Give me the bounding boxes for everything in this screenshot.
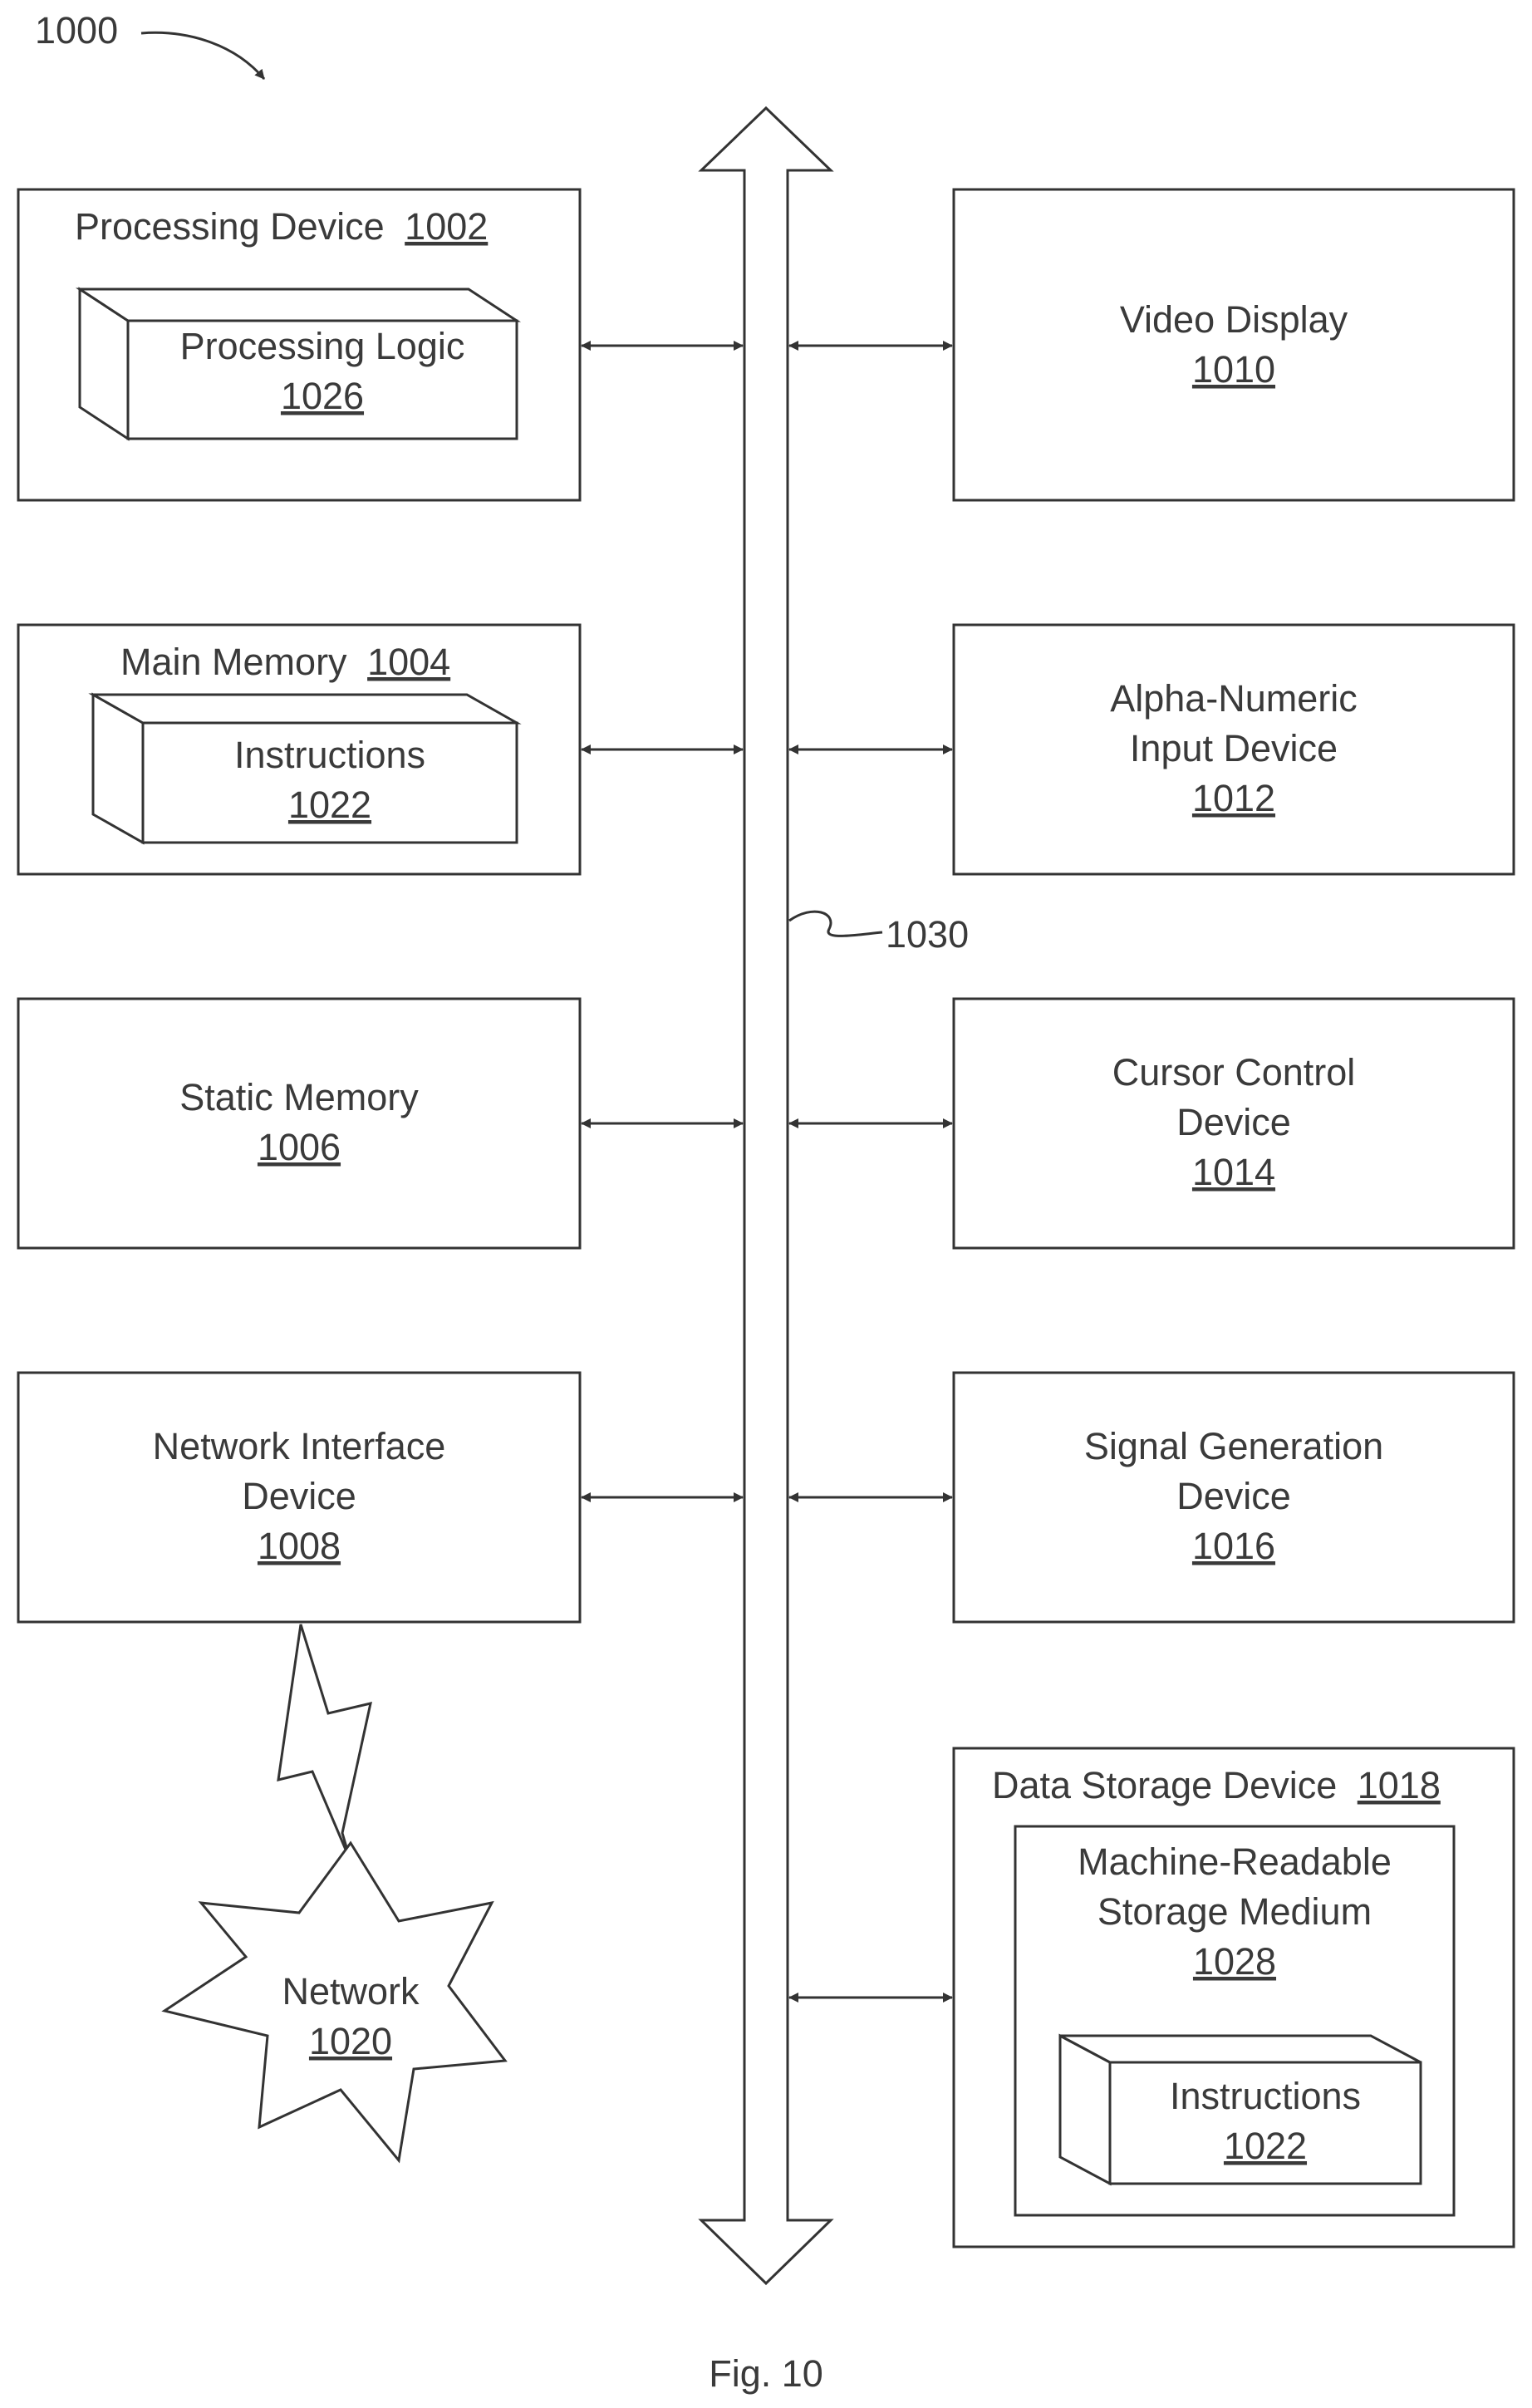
static-memory-ref: 1006 xyxy=(258,1126,341,1168)
data-storage-box: Data Storage Device 1018 Machine-Readabl… xyxy=(954,1748,1514,2247)
network-label: Network xyxy=(282,1970,420,2012)
cursor-control-label-line1: Cursor Control xyxy=(1112,1051,1356,1093)
video-display-box: Video Display 1010 xyxy=(954,189,1514,500)
network-cloud: Network 1020 xyxy=(164,1843,505,2160)
storage-medium-label-line1: Machine-Readable xyxy=(1078,1840,1392,1883)
processing-logic-block: Processing Logic 1026 xyxy=(80,289,517,439)
instructions-storage-label: Instructions xyxy=(1170,2075,1361,2117)
figure-ref-number: 1000 xyxy=(35,9,118,52)
network-interface-label-line1: Network Interface xyxy=(153,1425,446,1467)
main-memory-box: Main Memory 1004 Instructions 1022 xyxy=(18,625,580,874)
bus-ref-label: 1030 xyxy=(886,913,969,956)
signal-generation-box: Signal Generation Device 1016 xyxy=(954,1373,1514,1622)
storage-medium-ref: 1028 xyxy=(1193,1940,1276,1983)
alpha-numeric-label-line2: Input Device xyxy=(1130,727,1338,769)
system-bus-arrow xyxy=(701,108,831,2283)
svg-text:Processing Device 1002: Processing Device 1002 xyxy=(75,205,488,248)
network-interface-ref: 1008 xyxy=(258,1525,341,1567)
alpha-numeric-ref: 1012 xyxy=(1192,777,1275,819)
video-display-ref: 1010 xyxy=(1192,348,1275,391)
data-storage-ref: 1018 xyxy=(1358,1764,1441,1806)
storage-medium-box: Machine-Readable Storage Medium 1028 Ins… xyxy=(1015,1826,1454,2215)
instructions-storage-ref: 1022 xyxy=(1224,2125,1307,2167)
instructions-main-label: Instructions xyxy=(234,734,425,776)
processing-device-label: Processing Device xyxy=(75,205,385,248)
cursor-control-box: Cursor Control Device 1014 xyxy=(954,999,1514,1248)
data-storage-label: Data Storage Device xyxy=(992,1764,1337,1806)
network-interface-label-line2: Device xyxy=(242,1475,356,1517)
processing-device-box: Processing Device 1002 Processing Logic … xyxy=(18,189,580,500)
figure-caption: Fig. 10 xyxy=(709,2352,823,2395)
static-memory-box: Static Memory 1006 xyxy=(18,999,580,1248)
figure-ref-arrow xyxy=(141,32,264,79)
bus-ref-leader xyxy=(789,912,882,936)
cursor-control-ref: 1014 xyxy=(1192,1151,1275,1193)
instructions-main-ref: 1022 xyxy=(288,784,371,826)
signal-generation-ref: 1016 xyxy=(1192,1525,1275,1567)
signal-generation-label-line1: Signal Generation xyxy=(1084,1425,1383,1467)
processing-logic-ref: 1026 xyxy=(281,375,364,417)
static-memory-label: Static Memory xyxy=(179,1076,419,1118)
video-display-label: Video Display xyxy=(1120,298,1348,341)
alpha-numeric-box: Alpha-Numeric Input Device 1012 xyxy=(954,625,1514,874)
main-memory-ref: 1004 xyxy=(367,641,450,683)
wireless-link-bolt-icon xyxy=(278,1624,371,1861)
network-ref: 1020 xyxy=(309,2020,392,2062)
cursor-control-label-line2: Device xyxy=(1176,1101,1291,1143)
signal-generation-label-line2: Device xyxy=(1176,1475,1291,1517)
processing-logic-label: Processing Logic xyxy=(180,325,465,367)
processing-device-ref: 1002 xyxy=(405,205,488,248)
storage-medium-label-line2: Storage Medium xyxy=(1097,1890,1372,1933)
instructions-block-main: Instructions 1022 xyxy=(93,695,517,843)
alpha-numeric-label-line1: Alpha-Numeric xyxy=(1110,677,1358,720)
svg-text:Main Memory 1004: Main Memory 1004 xyxy=(120,641,450,683)
main-memory-label: Main Memory xyxy=(120,641,347,683)
instructions-block-storage: Instructions 1022 xyxy=(1060,2036,1421,2184)
network-interface-box: Network Interface Device 1008 xyxy=(18,1373,580,1622)
svg-text:Data Storage Device 1018: Data Storage Device 1018 xyxy=(992,1764,1441,1806)
